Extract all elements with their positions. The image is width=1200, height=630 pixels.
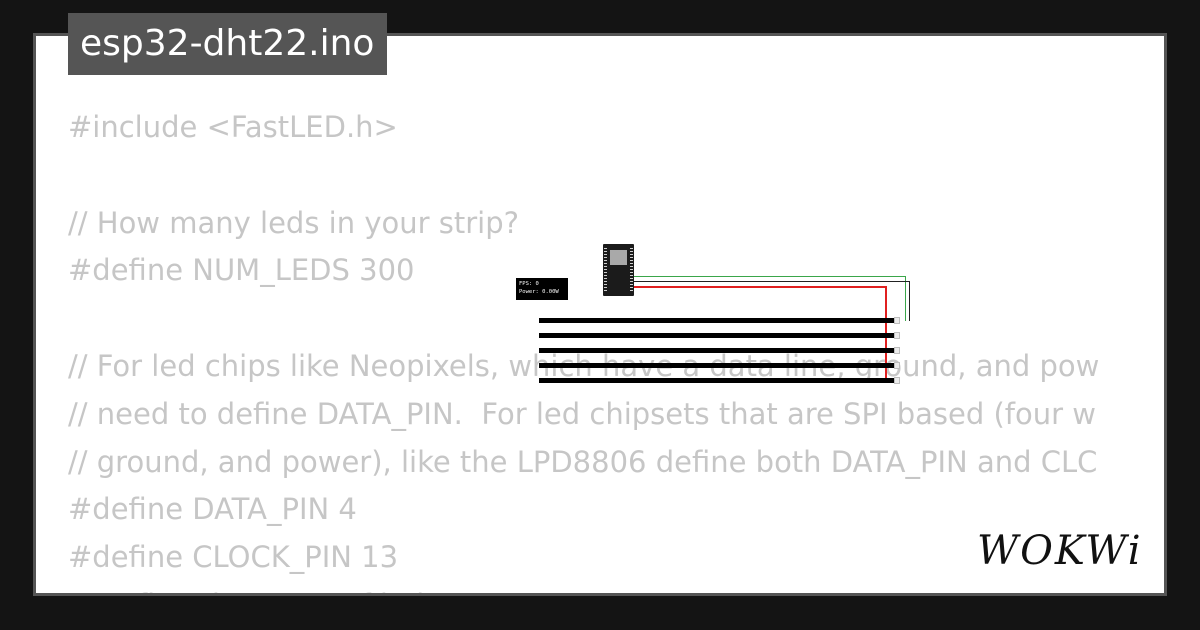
code-line: // For led chips like Neopixels, which h… (68, 348, 1100, 383)
led-strip-connector (894, 332, 900, 339)
code-line (68, 152, 1134, 200)
wire-red-vertical (885, 286, 887, 378)
wire-red (634, 286, 886, 288)
led-strip-connector (894, 317, 900, 324)
led-strip-connector (894, 362, 900, 369)
led-strip[interactable] (539, 348, 897, 353)
fps-power-overlay: FPS: 0 Power: 0.00W (516, 278, 568, 300)
wire-black (634, 281, 909, 282)
led-strip[interactable] (539, 363, 897, 368)
wokwi-logo: WOKWi (977, 528, 1143, 574)
led-strip-connector (894, 347, 900, 354)
code-line: #include <FastLED.h> (68, 110, 398, 144)
led-strip[interactable] (539, 318, 897, 323)
esp32-module (610, 250, 627, 265)
code-line: // ground, and power), like the LPD8806 … (68, 444, 1098, 479)
code-line: // Define the array of leds (68, 582, 1134, 593)
led-strip[interactable] (539, 333, 897, 338)
code-line: #define DATA_PIN 4 (68, 492, 357, 527)
code-line: // How many leds in your strip? (68, 205, 520, 240)
file-name-tab: esp32-dht22.ino (68, 13, 388, 75)
led-strip[interactable] (539, 378, 897, 383)
wire-green (634, 276, 905, 277)
preview-card: #include <FastLED.h> // How many leds in… (33, 33, 1167, 596)
code-line: #define CLOCK_PIN 13 (68, 540, 399, 575)
code-line: // need to define DATA_PIN. For led chip… (68, 396, 1096, 431)
wire-black-vertical (909, 281, 910, 321)
power-label: Power: 0.00W (519, 289, 559, 295)
esp32-board[interactable] (603, 244, 634, 296)
board-pins-left (604, 248, 607, 292)
board-pins-right (630, 248, 633, 292)
wire-green-vertical (905, 276, 906, 321)
led-strip-connector (894, 377, 900, 384)
code-line: #define NUM_LEDS 300 (68, 253, 415, 288)
fps-label: FPS: 0 (519, 281, 539, 287)
code-preview: #include <FastLED.h> // How many leds in… (68, 104, 1134, 593)
simulation-diagram: FPS: 0 Power: 0.00W (503, 206, 910, 384)
